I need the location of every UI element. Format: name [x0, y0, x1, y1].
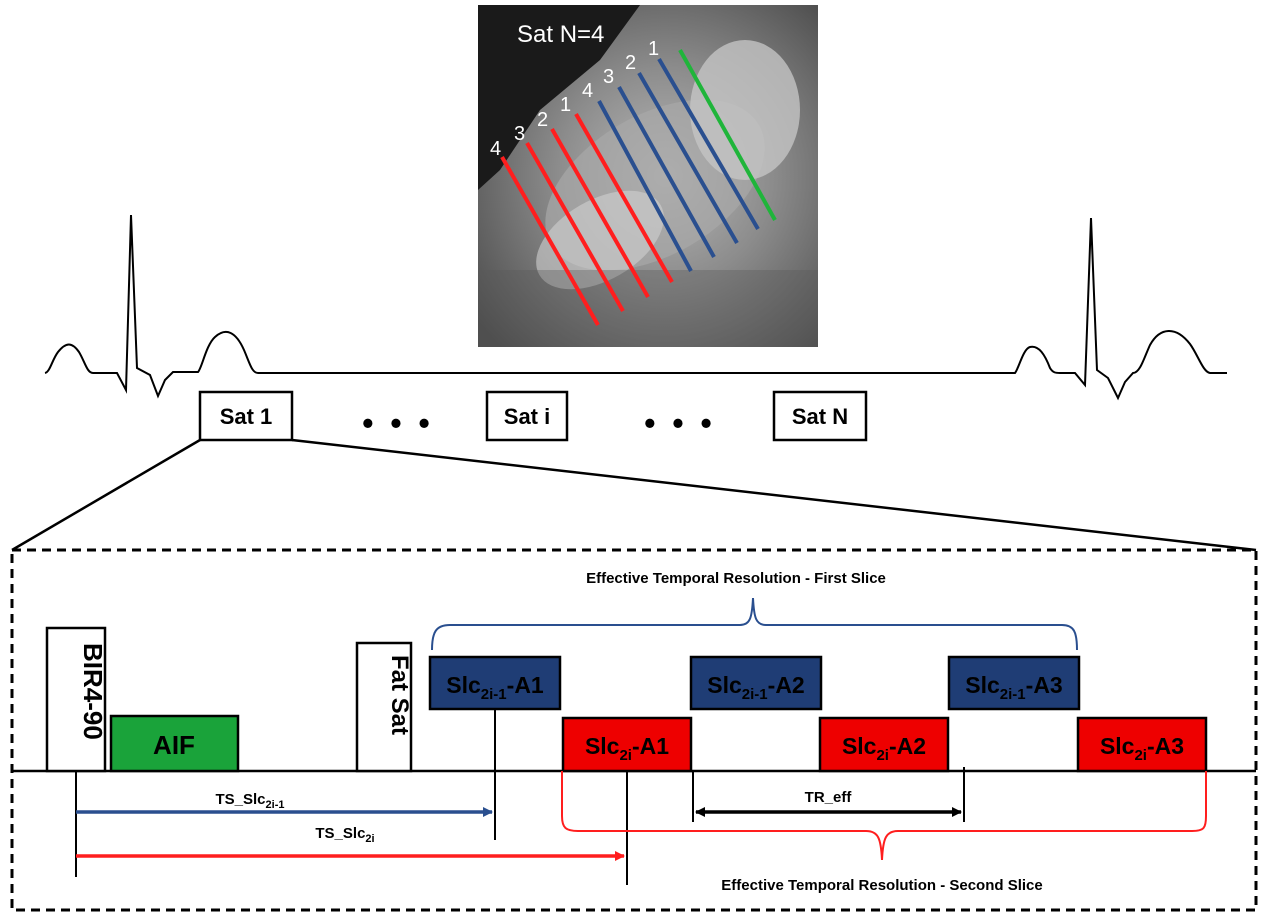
odd-slice-a3-label: Slc2i-1-A3 [965, 672, 1062, 703]
sat-1-box: Sat 1 [198, 390, 294, 442]
first-slice-resolution-label: Effective Temporal Resolution - First Sl… [586, 570, 886, 587]
red-slice-line-1 [574, 113, 674, 283]
odd-slice-block-a3: Slc2i-1-A3 [947, 655, 1081, 711]
even-slice-a3-label: Slc2i-A3 [1100, 733, 1184, 764]
blue-slice-line-2 [637, 72, 739, 244]
fat-sat-block: Fat Sat [355, 641, 413, 773]
red-slice-line-2 [550, 128, 650, 298]
odd-slice-block-a2: Slc2i-1-A2 [689, 655, 823, 711]
even-slice-a2-label: Slc2i-A2 [842, 733, 926, 764]
blue-slice-lines [597, 57, 760, 272]
blue-slice-number-4: 4 [582, 80, 593, 102]
second-slice-resolution-label: Effective Temporal Resolution - Second S… [721, 877, 1042, 894]
red-slice-lines [500, 113, 674, 326]
even-slice-block-a1: Slc2i-A1 [561, 716, 693, 773]
ellipsis-right: • • • [644, 405, 715, 441]
sat-n-box: Sat N [772, 390, 868, 442]
blue-slice-line-4 [597, 100, 693, 272]
mri-image: Sat N=4 4 3 2 1 4 3 2 1 [478, 5, 818, 347]
red-slice-line-3 [525, 142, 625, 312]
odd-slice-a2-label: Slc2i-1-A2 [707, 672, 804, 703]
green-slice-line [678, 49, 777, 221]
bir4-90-label: BIR4-90 [78, 643, 108, 740]
odd-slice-a1-label: Slc2i-1-A1 [446, 672, 544, 703]
red-slice-number-2: 2 [537, 109, 548, 131]
odd-slice-block-a1: Slc2i-1-A1 [428, 655, 562, 711]
ecg-trace-left [44, 214, 1227, 401]
red-slice-number-4: 4 [490, 138, 501, 160]
blue-slice-line-3 [617, 86, 716, 258]
even-slice-block-a2: Slc2i-A2 [818, 716, 950, 773]
blue-slice-number-2: 2 [625, 52, 636, 74]
detail-panel [10, 548, 1258, 912]
aif-block: AIF [109, 714, 240, 773]
sat-1-label: Sat 1 [220, 404, 273, 429]
even-slice-a1-label: Slc2i-A1 [585, 733, 669, 764]
sat-i-box: Sat i [485, 390, 569, 442]
even-slice-block-a3: Slc2i-A3 [1076, 716, 1208, 773]
tr-eff-label: TR_eff [805, 789, 853, 806]
first-slice-brace [431, 597, 1078, 651]
sat-count-label: Sat N=4 [517, 21, 604, 48]
second-slice-brace [561, 771, 1207, 861]
ellipsis-left: • • • [362, 405, 433, 441]
red-slice-number-3: 3 [514, 123, 525, 145]
red-slice-number-1: 1 [560, 94, 571, 116]
aif-label: AIF [153, 730, 195, 760]
ts-even-label: TS_Slc2i [315, 825, 374, 845]
timing-markers [75, 709, 965, 885]
zoom-line-right [291, 438, 1257, 552]
blue-slice-number-1: 1 [648, 38, 659, 60]
sat-i-label: Sat i [504, 404, 550, 429]
sat-n-label: Sat N [792, 404, 848, 429]
blue-slice-line-1 [657, 57, 760, 231]
bir4-90-block: BIR4-90 [45, 626, 108, 773]
red-slice-line-4 [500, 156, 600, 326]
ts-odd-label: TS_Slc2i-1 [216, 791, 285, 811]
blue-slice-number-3: 3 [603, 66, 614, 88]
zoom-line-left [11, 438, 201, 552]
fat-sat-label: Fat Sat [386, 655, 413, 735]
